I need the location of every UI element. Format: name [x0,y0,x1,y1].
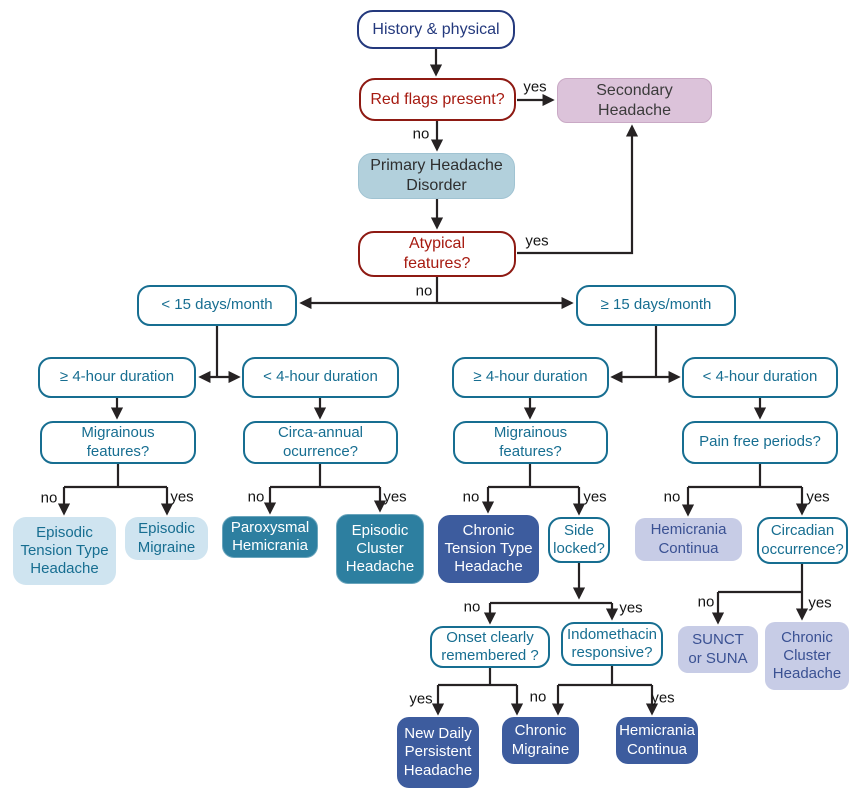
edge-label-indomethacin-yes: yes [651,689,675,707]
node-primary-headache-disorder: Primary Headache Disorder [358,153,515,199]
edge-label-left-migrainous-yes: yes [170,488,194,506]
node-onset-clearly-remembered: Onset clearly remembered ? [430,626,550,668]
edge-label-circa-annual-yes: yes [383,488,407,506]
node-right-ge-4-hour-duration: ≥ 4-hour duration [452,357,609,398]
edge-label-pain-free-yes: yes [806,488,830,506]
edge-label-circa-annual-no: no [247,488,265,506]
node-atypical-features: Atypical features? [358,231,516,277]
edge-label-pain-free-no: no [663,488,681,506]
edge-label-circadian-yes: yes [808,594,832,612]
edge-label-atypical-yes: yes [525,232,549,250]
node-red-flags-present: Red flags present? [359,78,516,121]
edge-label-right-migrainous-no: no [462,488,480,506]
node-circadian-occurrence: Circadian occurrence? [757,517,848,564]
edge-label-side-locked-yes: yes [619,599,643,617]
node-hemicrania-continua-upper: Hemicrania Continua [635,518,742,561]
node-left-migrainous-features: Migrainous features? [40,421,196,464]
node-episodic-tension-type-headache: Episodic Tension Type Headache [13,517,116,585]
node-left-lt-4-hour-duration: < 4-hour duration [242,357,399,398]
node-chronic-tension-type-headache: Chronic Tension Type Headache [438,515,539,583]
edge-label-right-migrainous-yes: yes [583,488,607,506]
edge-label-left-migrainous-no: no [40,489,58,507]
edge-label-atypical-no: no [415,282,433,300]
node-pain-free-periods: Pain free periods? [682,421,838,464]
node-indomethacin-responsive: Indomethacin responsive? [561,622,663,666]
node-circa-annual-occurrence: Circa-annual ocurrence? [243,421,398,464]
edge-label-onset-yes: yes [409,690,433,708]
node-side-locked: Side locked? [548,517,610,563]
edge-label-red-flags-yes: yes [523,78,547,96]
edge-label-side-locked-no: no [463,598,481,616]
node-secondary-headache: Secondary Headache [557,78,712,123]
node-paroxysmal-hemicrania: Paroxysmal Hemicrania [222,516,318,558]
node-left-ge-4-hour-duration: ≥ 4-hour duration [38,357,196,398]
node-right-lt-4-hour-duration: < 4-hour duration [682,357,838,398]
node-new-daily-persistent-headache: New Daily Persistent Headache [397,717,479,788]
node-chronic-migraine: Chronic Migraine [502,717,579,764]
node-history-physical: History & physical [357,10,515,49]
node-ge-15-days-month: ≥ 15 days/month [576,285,736,326]
node-chronic-cluster-headache: Chronic Cluster Headache [765,622,849,690]
edge-label-circadian-no: no [697,593,715,611]
node-sunct-or-suna: SUNCT or SUNA [678,626,758,673]
node-episodic-cluster-headache: Episodic Cluster Headache [336,514,424,584]
node-episodic-migraine: Episodic Migraine [125,517,208,560]
node-right-migrainous-features: Migrainous features? [453,421,608,464]
node-lt-15-days-month: < 15 days/month [137,285,297,326]
edge-label-middle-no: no [529,688,547,706]
node-hemicrania-continua-lower: Hemicrania Continua [616,717,698,764]
edge-label-red-flags-no: no [412,125,430,143]
